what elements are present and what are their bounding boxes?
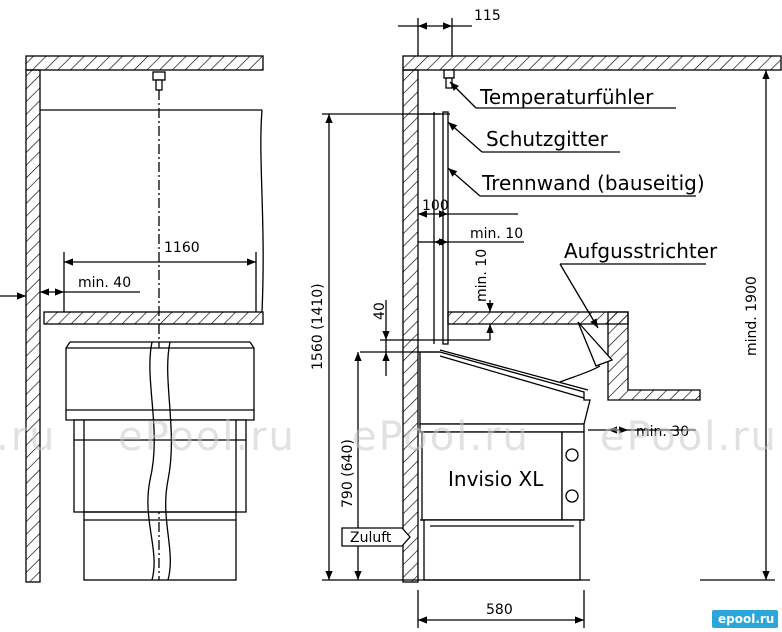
watermark-edge: .ru	[0, 414, 57, 460]
label-heater: Invisio XL	[448, 467, 544, 491]
wall-right	[402, 69, 419, 583]
air-inlet-box	[341, 527, 411, 547]
dim-1160: 1160	[164, 240, 200, 256]
dim-115: 115	[474, 8, 501, 24]
watermark-2: ePool.ru	[352, 414, 530, 460]
logo-badge	[712, 610, 778, 628]
dim-min30: min. 30	[636, 424, 689, 440]
dim-min10-horizontal: min. 10	[470, 226, 523, 242]
partition-wall	[442, 111, 449, 345]
label-air-inlet: Zuluft	[350, 530, 392, 546]
dim-100: 100	[422, 198, 449, 214]
bench-left	[43, 311, 264, 325]
label-partition: Trennwand (bauseitig)	[481, 171, 705, 195]
label-guard: Schutzgitter	[486, 127, 609, 151]
funnel-wall	[607, 311, 701, 401]
front-view	[0, 55, 264, 583]
label-funnel: Aufgusstrichter	[564, 239, 718, 263]
watermark-3: ePool.ru	[600, 414, 778, 460]
logo-text: epool.ru	[718, 612, 774, 626]
ceiling-left	[25, 55, 264, 71]
bench-right	[447, 311, 629, 325]
dim-min40: min. 40	[78, 275, 131, 291]
dim-40: 40	[372, 302, 388, 320]
dim-1560: 1560 (1410)	[310, 283, 326, 370]
side-view	[322, 18, 782, 628]
label-temperature-sensor: Temperaturfühler	[479, 85, 654, 109]
dim-580: 580	[486, 602, 513, 618]
ceiling-right	[402, 55, 782, 71]
watermark-1: ePool.ru	[118, 414, 296, 460]
dim-1900: mind. 1900	[744, 276, 760, 356]
dim-min10-vertical: min. 10	[474, 249, 490, 302]
dim-790: 790 (640)	[340, 439, 356, 508]
wall-left	[25, 69, 41, 583]
